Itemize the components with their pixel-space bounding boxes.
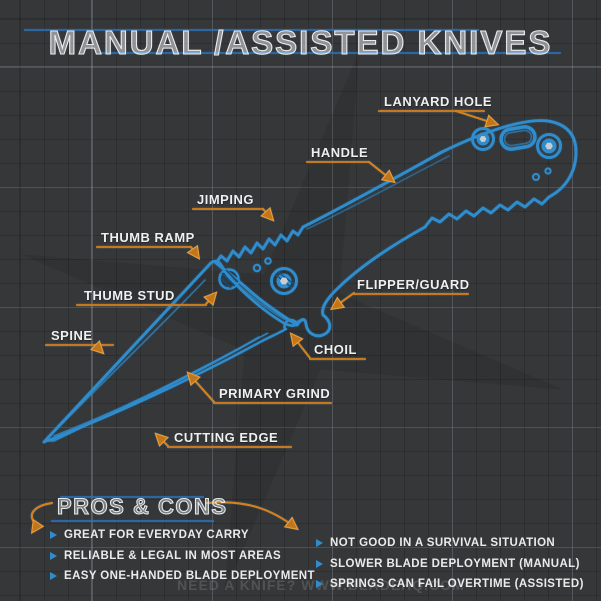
choil-notch — [283, 318, 299, 331]
handle-screw-back — [536, 133, 562, 159]
label-cutting-edge: CUTTING EDGE — [174, 430, 279, 445]
arrow-jimping — [263, 209, 272, 219]
con-item-label: SLOWER BLADE DEPLOYMENT (MANUAL) — [330, 557, 580, 570]
triangle-right-icon — [316, 580, 323, 589]
arrow-thumb-ramp — [191, 247, 198, 257]
pros-cons-arrows — [30, 501, 296, 531]
pros-list: GREAT FOR EVERYDAY CARRY RELIABLE & LEGA… — [50, 525, 315, 587]
arrow-spine — [95, 345, 102, 352]
cons-list: NOT GOOD IN A SURVIVAL SITUATION SLOWER … — [316, 533, 584, 595]
arrow-cutting-edge — [157, 435, 170, 448]
pro-item-label: GREAT FOR EVERYDAY CARRY — [64, 529, 249, 542]
list-item: NOT GOOD IN A SURVIVAL SITUATION — [316, 533, 584, 554]
title-rules — [24, 29, 561, 54]
arrow-handle — [367, 160, 393, 181]
label-thumb-ramp: THUMB RAMP — [101, 230, 195, 245]
label-underlines — [44, 109, 486, 449]
con-item-label: NOT GOOD IN A SURVIVAL SITUATION — [330, 537, 556, 550]
label-jimping: JIMPING — [197, 192, 254, 207]
list-item: EASY ONE-HANDED BLADE DEPLOYMENT — [50, 566, 315, 587]
arrow-thumb-stud — [206, 294, 215, 304]
triangle-right-icon — [50, 551, 57, 560]
arrow-lanyard-hole — [454, 109, 496, 124]
pros-heading-rules — [51, 496, 214, 522]
triangle-right-icon — [316, 559, 323, 568]
list-item: SPRINGS CAN FAIL OVERTIME (ASSISTED) — [316, 574, 584, 595]
list-item: GREAT FOR EVERYDAY CARRY — [50, 525, 315, 546]
handle-screw-front — [471, 127, 495, 151]
label-arrows — [95, 109, 496, 448]
label-primary-grind: PRIMARY GRIND — [219, 386, 331, 401]
label-spine: SPINE — [51, 328, 93, 343]
triangle-right-icon — [316, 539, 323, 548]
pivot-screw — [270, 267, 298, 295]
knife-handle-outline — [214, 119, 578, 338]
arrow-flipper-guard — [333, 291, 356, 308]
cons-curved-arrow — [205, 501, 296, 528]
pro-item-label: RELIABLE & LEGAL IN MOST AREAS — [64, 549, 282, 562]
list-item: RELIABLE & LEGAL IN MOST AREAS — [50, 546, 315, 567]
pros-curved-arrow — [30, 501, 54, 531]
primary-grind-bevel — [45, 332, 269, 442]
pros-cons-heading: PROS & CONS — [57, 494, 228, 519]
label-flipper-guard: FLIPPER/GUARD — [357, 277, 470, 292]
list-item: SLOWER BLADE DEPLOYMENT (MANUAL) — [316, 554, 584, 575]
label-thumb-stud: THUMB STUD — [84, 288, 175, 303]
arrow-primary-grind — [189, 374, 216, 404]
decorative-dots — [252, 167, 552, 273]
pro-item-label: EASY ONE-HANDED BLADE DEPLOYMENT — [64, 570, 315, 583]
triangle-right-icon — [50, 531, 57, 540]
page-title: MANUAL /ASSISTED KNIVES — [48, 24, 553, 61]
triangle-right-icon — [50, 572, 57, 581]
label-lanyard-hole: LANYARD HOLE — [384, 94, 493, 109]
label-choil: CHOIL — [314, 342, 357, 357]
knife-blade-outline — [42, 259, 299, 444]
thumb-stud — [218, 268, 240, 290]
lanyard-hole-slot — [499, 125, 537, 151]
pivot-hex-center — [280, 277, 288, 285]
con-item-label: SPRINGS CAN FAIL OVERTIME (ASSISTED) — [330, 578, 584, 591]
label-handle: HANDLE — [311, 145, 369, 160]
arrow-choil — [292, 335, 312, 360]
